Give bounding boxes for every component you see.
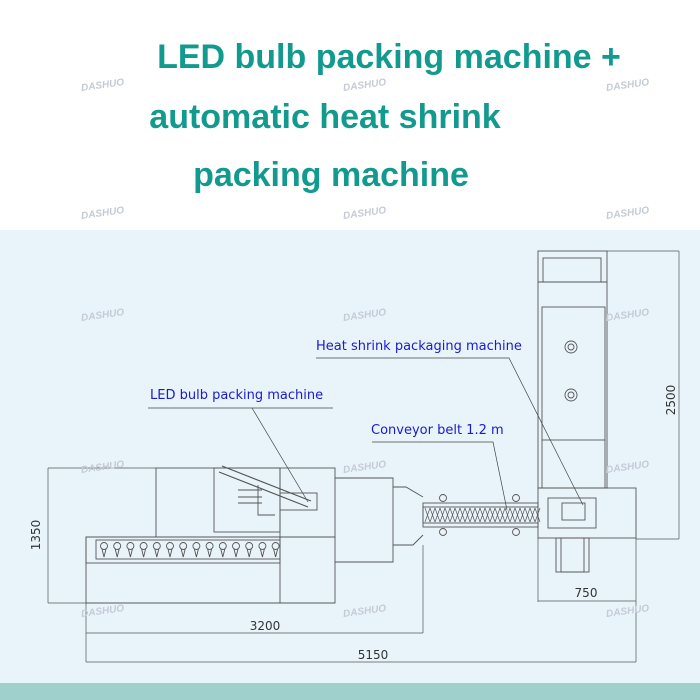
- bulb-icon: [126, 542, 135, 550]
- bulb-icon: [179, 542, 188, 550]
- bulb-icon: [258, 542, 267, 550]
- bulb-base: [246, 548, 252, 558]
- bulb-base: [273, 548, 279, 558]
- control-knob-icon: [564, 388, 578, 402]
- bulb-icon: [166, 542, 174, 550]
- watermark: DASHUO: [80, 205, 125, 222]
- conveyor-belt: [422, 494, 541, 536]
- bulb-base: [141, 548, 147, 558]
- bulb-icon: [271, 542, 280, 550]
- bulb-icon: [232, 542, 240, 550]
- bulb-icon: [100, 542, 108, 550]
- leader-led: [148, 407, 333, 503]
- watermark: DASHUO: [342, 205, 387, 222]
- bottom-band: [0, 683, 700, 700]
- dim-line-1350: [47, 467, 335, 604]
- roller-icon: [512, 494, 520, 502]
- diagram-area: [0, 230, 700, 700]
- roller-icon: [512, 528, 520, 536]
- watermark: DASHUO: [342, 459, 387, 476]
- leader-heat-shrink: [316, 357, 584, 506]
- bulb-base: [259, 548, 265, 558]
- dim-line-2500: [607, 250, 680, 540]
- bulb-icon: [192, 542, 201, 550]
- roller-icon: [439, 528, 447, 536]
- label-conveyor: Conveyor belt 1.2 m: [371, 423, 504, 438]
- bulb-icon: [152, 542, 161, 550]
- watermark: DASHUO: [342, 603, 387, 620]
- watermark: DASHUO: [605, 459, 650, 476]
- watermark: DASHUO: [605, 205, 650, 222]
- watermark: DASHUO: [80, 603, 125, 620]
- dim-3200: 3200: [250, 619, 281, 633]
- dim-line-3200: [85, 545, 424, 662]
- dim-2500: 2500: [664, 385, 678, 416]
- bulb-base: [114, 548, 120, 558]
- roller-icon: [439, 494, 447, 502]
- watermark: DASHUO: [605, 307, 650, 324]
- bulb-base: [207, 548, 213, 558]
- dim-5150: 5150: [358, 648, 389, 662]
- watermark: DASHUO: [605, 603, 650, 620]
- title-line-2: automatic heat shrink: [149, 98, 501, 136]
- leader-conveyor: [372, 441, 508, 511]
- bulb-base: [101, 548, 107, 558]
- dim-line-750: [537, 538, 637, 662]
- bulb-icon: [205, 542, 214, 550]
- bulb-icon: [139, 542, 148, 550]
- bulb-base: [193, 548, 199, 558]
- title-line-1: LED bulb packing machine +: [157, 38, 621, 76]
- bulb-base: [127, 548, 133, 558]
- watermark: DASHUO: [342, 307, 387, 324]
- watermark: DASHUO: [342, 77, 387, 94]
- watermark: DASHUO: [605, 77, 650, 94]
- watermark: DASHUO: [80, 307, 125, 324]
- control-knob-icon: [564, 340, 578, 354]
- dim-1350: 1350: [29, 520, 43, 551]
- watermark: DASHUO: [80, 77, 125, 94]
- bulb-icon: [218, 542, 227, 550]
- heat-shrink-tower: [537, 250, 608, 489]
- heat-shrink-base: [537, 487, 637, 539]
- bulb-base: [154, 548, 160, 558]
- bulb-base: [167, 548, 173, 558]
- bulb-base: [233, 548, 239, 558]
- label-led-machine: LED bulb packing machine: [150, 388, 323, 403]
- title-line-3: packing machine: [193, 156, 469, 194]
- bulb-icon: [113, 542, 122, 550]
- bulb-base: [180, 548, 186, 558]
- label-heat-shrink: Heat shrink packaging machine: [316, 339, 522, 354]
- heat-shrink-machine: [537, 250, 637, 573]
- watermark: DASHUO: [80, 459, 125, 476]
- dim-750: 750: [575, 586, 598, 600]
- led-bulb-packing-machine: [85, 465, 424, 604]
- bulb-icon: [245, 542, 254, 550]
- bulb-base: [220, 548, 226, 558]
